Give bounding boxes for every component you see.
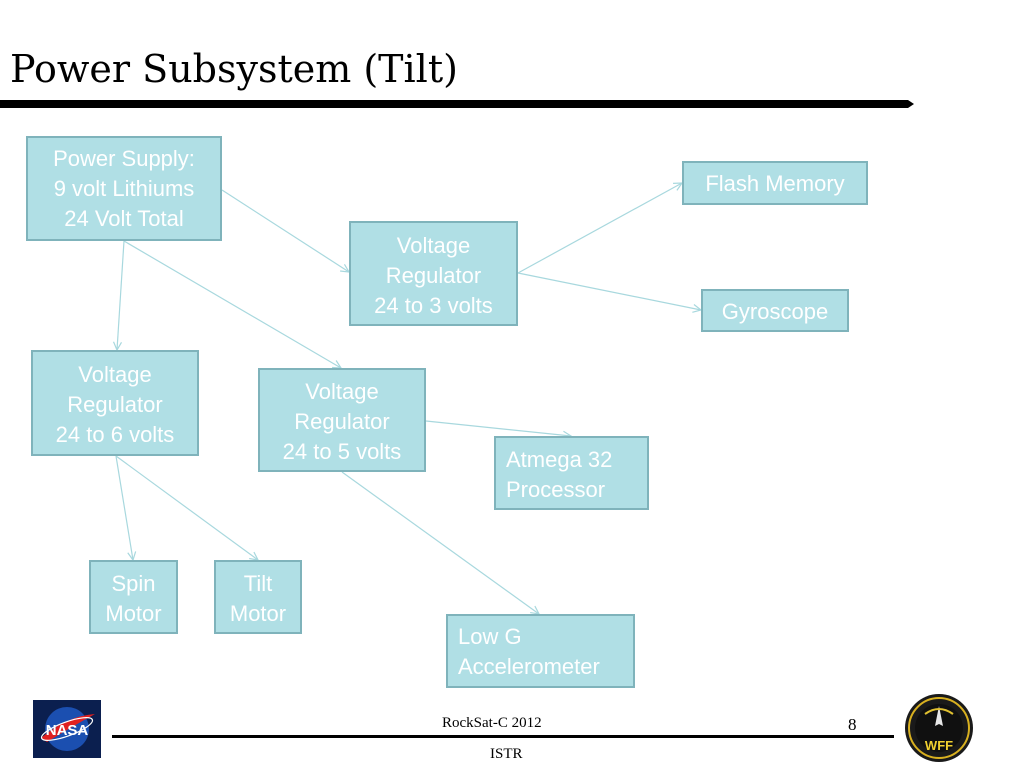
spin-motor-node: Spin Motor [89, 560, 178, 634]
arrow-vreg6-to-tilt [115, 455, 258, 560]
arrow-power-to-vreg3 [221, 189, 349, 272]
arrow-vreg6-to-spin [115, 455, 133, 560]
low-g-accelerometer-node: Low G Accelerometer [446, 614, 635, 688]
footer-team: ISTR [490, 746, 523, 762]
footer-rule [112, 735, 894, 738]
footer-event: RockSat-C 2012 [442, 715, 542, 731]
voltage-regulator-6v-node: Voltage Regulator 24 to 6 volts [31, 350, 199, 456]
arrow-vreg3-to-gyro [517, 272, 701, 310]
arrow-power-to-vreg5 [123, 240, 341, 368]
slide-number: 8 [848, 715, 857, 734]
atmega-processor-node: Atmega 32 Processor [494, 436, 649, 510]
tilt-motor-node: Tilt Motor [214, 560, 302, 634]
arrow-vreg5-to-atmega [425, 420, 571, 436]
voltage-regulator-5v-node: Voltage Regulator 24 to 5 volts [258, 368, 426, 472]
title-underline [0, 100, 914, 108]
flash-memory-node: Flash Memory [682, 161, 868, 205]
wff-logo: WFF [903, 690, 975, 766]
arrow-vreg3-to-flash [517, 183, 682, 274]
svg-text:NASA: NASA [46, 722, 89, 739]
svg-text:WFF: WFF [925, 738, 953, 753]
power-supply-node: Power Supply: 9 volt Lithiums 24 Volt To… [26, 136, 222, 241]
slide-title: Power Subsystem (Tilt) [10, 47, 458, 91]
arrow-power-to-vreg6 [117, 240, 125, 350]
arrow-vreg5-to-accel [341, 471, 539, 614]
nasa-logo: NASA [33, 700, 101, 758]
gyroscope-node: Gyroscope [701, 289, 849, 332]
voltage-regulator-3v-node: Voltage Regulator 24 to 3 volts [349, 221, 518, 326]
